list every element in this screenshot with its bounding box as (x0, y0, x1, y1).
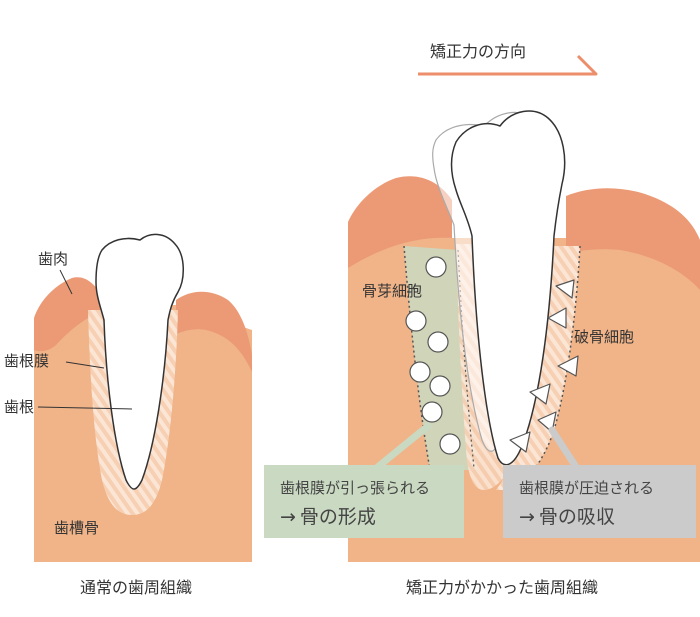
compression-callout: 歯根膜が圧迫される →骨の吸収 (503, 465, 696, 538)
callout-pointers (370, 422, 582, 474)
osteoblast-cell (427, 331, 449, 353)
arrow-right-icon: → (280, 506, 296, 528)
osteoclast-cell (509, 431, 531, 453)
compression-callout-text: 歯根膜が圧迫される (519, 479, 655, 497)
tension-callout-result: →骨の形成 (280, 508, 464, 527)
compression-callout-result-text: 骨の吸収 (538, 506, 615, 528)
arrow-right-icon: → (519, 506, 535, 528)
osteoclast-cell (547, 307, 567, 329)
osteoblast-cell (425, 256, 447, 278)
osteoclast-cell (529, 383, 551, 405)
label-alveolar-bone: 歯槽骨 (54, 519, 100, 537)
tension-callout-result-text: 骨の形成 (299, 506, 376, 528)
gum-force (348, 176, 452, 268)
compression-callout-result: →骨の吸収 (519, 508, 696, 527)
osteoclast-cells (509, 279, 579, 453)
osteoblast-cell (405, 310, 427, 332)
osteoclast-cell (557, 355, 579, 377)
gum-normal-right (176, 291, 252, 372)
label-force-direction: 矯正力の方向 (430, 42, 527, 61)
osteoblast-cells (405, 256, 461, 455)
label-gum: 歯肉 (38, 250, 69, 268)
tension-callout: 歯根膜が引っ張られる →骨の形成 (264, 465, 464, 538)
osteoclast-cell (555, 279, 575, 299)
caption-normal: 通常の歯周組織 (80, 578, 193, 597)
gum-normal (34, 277, 100, 352)
label-osteoclast: 破骨細胞 (574, 328, 635, 346)
osteoblast-cell (439, 433, 461, 455)
leader-lines-left (37, 269, 133, 410)
label-osteoblast: 骨芽細胞 (362, 282, 423, 300)
tooth-normal (95, 233, 184, 490)
normal-periodontium (34, 233, 252, 562)
gum-force-right (566, 188, 700, 290)
osteoblast-cell (409, 361, 431, 383)
caption-orthodontic: 矯正力がかかった歯周組織 (406, 578, 599, 597)
force-direction-arrow (418, 54, 598, 76)
pdl-compression-zone (496, 246, 580, 490)
label-root: 歯根 (4, 398, 35, 416)
osteoblast-cell (429, 375, 451, 397)
label-pdl: 歯根膜 (4, 352, 50, 370)
osteoblast-cell (421, 401, 443, 423)
tension-callout-text: 歯根膜が引っ張られる (280, 479, 431, 497)
